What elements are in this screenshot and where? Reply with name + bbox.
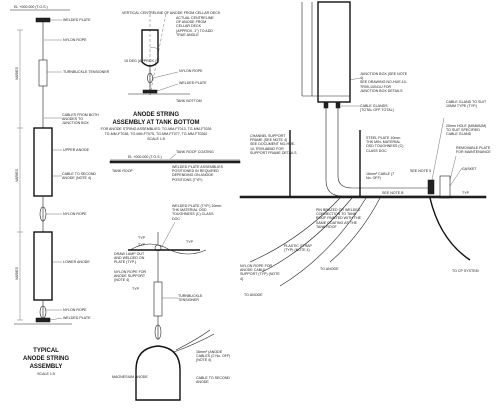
turnbuckle-top: [38, 59, 48, 87]
label-welded-plate-bottom: WELDED PLATE: [179, 81, 207, 85]
title-tank-bottom-line1: ANODE STRING: [133, 112, 179, 118]
label-nylon-rope-support: NYLON ROPE FOR ANODE SUPPORT (NOTE 4): [114, 270, 147, 283]
cable-to-anode-1: [249, 197, 341, 263]
label-turnbuckle-roof: TURNBUCKLE TENSIONER: [178, 294, 203, 303]
label-cable-size-junction: 16mm² CABLE (7 No. OFF): [366, 172, 395, 181]
tank-roof-plate: [109, 160, 241, 164]
label-vertical-centreline: VERTICAL CENTRELINE OF ANODE FROM CELLAR…: [122, 11, 221, 15]
label-steel-plate: STEEL PLATE 10mm THK MIN. MATERIAL OSD T…: [366, 136, 404, 153]
label-hole: 25mm HOLE (MINIMUM) TO SUIT SPECIFIED CA…: [446, 124, 487, 137]
label-tank-bottom: TANK BOTTOM: [176, 99, 202, 103]
label-typ-junction: TYP: [462, 191, 470, 195]
dim-varies-b: VARIES: [15, 168, 19, 182]
label-cable-to-second-roof: CABLE TO SECOND ANODE: [196, 376, 231, 385]
label-tank-roof-coating: TANK ROOF COATING: [176, 150, 214, 154]
label-gasket: GASKET: [462, 167, 477, 171]
label-nylon-rope: NYLON ROPE: [63, 38, 87, 42]
label-cable-gland-right: CABLE GLAND TO SUIT 10MM TYPE (TYP.): [446, 100, 487, 109]
suspension-arc: [129, 243, 171, 251]
welded-plate-top: [35, 17, 51, 23]
cable-to-anode-3: [279, 197, 367, 287]
welded-plate-bottom: [35, 317, 51, 323]
label-cable-size-roof: 16mm² (ANODE CABLES (2 No. OFF) (NOTE 4): [196, 350, 231, 363]
label-lower-anode: LOWER ANODE: [63, 260, 90, 264]
label-magnesium-anode: MAGNESIUM ANODE: [112, 375, 148, 379]
note-tank-bottom-line2: TG-MM-FT038, TG-MM-FT075, TG-MM-FT077, T…: [105, 132, 208, 136]
junction-roof-plate: [239, 195, 487, 199]
cable-to-cp-system: [429, 197, 471, 261]
label-upper-anode: UPPER ANODE: [63, 148, 90, 152]
label-pin-brazed: PIN BRAZED OR WELDED CONNECTION TO TANK …: [316, 208, 361, 229]
scale-typical: SCALE 1:5: [37, 372, 55, 376]
scale-tank-bottom: SCALE 1:5: [147, 137, 165, 141]
label-to-cp: TO CP SYSTEM: [452, 269, 479, 273]
cable-gland-right: [427, 179, 435, 195]
label-turnbuckle: TURNBUCKLE TENSIONER: [63, 70, 110, 74]
label-welded-plate: WELDED PLATE: [63, 18, 91, 22]
dim-varies-c: VARIES: [15, 266, 19, 280]
label-draw-lamp: DRAW LAMP OUT AND WELDED ON PLATE (TYP.): [114, 252, 145, 265]
dim-varies-a: VARIES: [15, 66, 19, 80]
label-cable-gland: CABLE GLANDS (TOTAL OFF TOTAL): [360, 104, 394, 113]
removable-plate: [439, 175, 451, 199]
cable-gland-2: [335, 101, 341, 109]
label-welded-plate-low: WELDED PLATE: [63, 316, 91, 320]
typ-c: TYP: [186, 240, 194, 244]
junction-box: [317, 1, 351, 103]
cable-right-run: [337, 108, 430, 189]
label-angle: 15 DEG (APPROX.): [124, 59, 156, 63]
turnbuckle-roof: [153, 281, 163, 317]
magnesium-anode-top: [135, 345, 181, 401]
cable-to-second-anode: [175, 329, 211, 351]
label-welded-plate-typ: WELDED PLATE (TYP.) 10mm THK MATERIAL OS…: [172, 204, 222, 221]
label-nylon-rope-low: NYLON ROPE: [63, 308, 87, 312]
label-tank-roof: TANK ROOF: [112, 169, 134, 173]
title-typical-line1: TYPICAL: [33, 348, 59, 354]
welded-plate-bottom-view: [142, 89, 158, 94]
anode-string-tank-bottom: VERTICAL CENTRELINE OF ANODE FROM CELLAR…: [101, 11, 221, 141]
lower-anode: [33, 231, 53, 301]
label-cables: CABLES FROM BOTH ANODES TO JUNCTION BOX: [62, 113, 99, 126]
label-welded-plate-assemblies: WELDED PLATE ASSEMBLIES POSITIONED IN RE…: [172, 165, 224, 182]
label-nylon-rope-bottom: NYLON ROPE: [179, 69, 203, 73]
top-level-label: EL +000.000 (T.O.S.): [14, 5, 48, 9]
note-tank-bottom-line1: FOR ANODE STRING ASSEMBLIES: TG-MM-FT013…: [101, 127, 212, 131]
label-nylon-rope-mid: NYLON ROPE: [63, 212, 87, 216]
title-typical-line3: ASSEMBLY: [30, 364, 63, 370]
label-to-anode-b: TO ANODE: [320, 267, 339, 271]
label-see-note: SEE NOTE 5: [410, 169, 431, 173]
label-junction-box: JUNCTION BOX (SEE NOTE 4) SEE DRAWING NO…: [360, 72, 408, 93]
typical-anode-string-assembly: EL +000.000 (T.O.S.) VARIES VARIES VARIE…: [10, 5, 110, 376]
upper-anode: [33, 127, 53, 197]
anode-body-bottom-view: [141, 29, 159, 67]
label-actual-centreline: ACTUAL CENTRELINE OF ANODE FROM CELLAR D…: [176, 16, 214, 37]
typ-a: TYP: [138, 236, 146, 240]
tank-roof-detail: EL +000.000 (T.O.S.) TANK ROOF COATING T…: [109, 150, 241, 401]
cable-gland-1: [323, 101, 329, 109]
label-removable-plate: REMOVABLE PLATE FOR MAINTENANCE: [456, 146, 491, 155]
title-typical-line2: ANODE STRING: [23, 356, 69, 362]
cable-to-cp: [329, 197, 381, 263]
label-roof-level: EL +000.000 (T.O.S.): [128, 155, 162, 159]
cable-to-anode-2: [261, 197, 353, 273]
label-see-note-b: SEE NOTE B: [382, 191, 404, 195]
label-nylon-rope-cable: NYLON ROPE FOR ANODE CABLE SUPPORT (TYP)…: [240, 264, 280, 281]
label-channel-support: CHANNEL SUPPORT FRAME (SEE NOTE 4) SEE D…: [250, 134, 297, 155]
junction-box-detail: JUNCTION BOX (SEE NOTE 4) SEE DRAWING NO…: [239, 1, 491, 297]
label-cable-to-second: CABLE TO SECOND ANODE (NOTE 4): [62, 172, 97, 181]
label-plastic-strap: PLASTIC STRAP (TYP) (NOTE 4): [284, 244, 312, 253]
title-tank-bottom-line2: ASSEMBLY AT TANK BOTTOM: [112, 120, 199, 126]
typ-d: TYP: [132, 287, 140, 291]
label-to-anode: TO ANODE: [244, 293, 263, 297]
typ-b: TYP: [138, 243, 146, 247]
